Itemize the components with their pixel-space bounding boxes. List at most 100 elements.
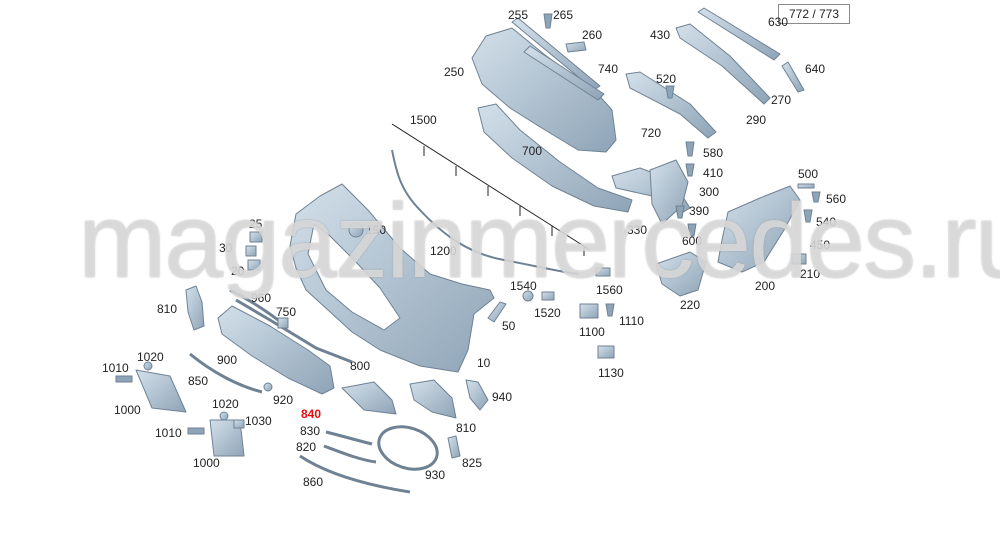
part-1020-nut-lower [219, 411, 229, 421]
part-150-grommet [348, 222, 364, 238]
part-1000-plate-upper [135, 369, 187, 413]
callout-630: 630 [768, 15, 789, 29]
leader-1500 [391, 123, 591, 256]
part-1010-screw-upper [115, 375, 133, 383]
part-50-trim [487, 301, 507, 323]
callout-825: 825 [462, 456, 483, 470]
part-810-bracket [185, 285, 205, 331]
callout-50: 50 [502, 319, 516, 333]
part-750-clip [277, 317, 289, 329]
part-600-screw [687, 223, 697, 237]
part-220-side-piece [655, 251, 707, 297]
part-900-grille-mesh [217, 305, 335, 395]
part-10-bumper-cover [289, 183, 495, 373]
page-reference-box: 772 / 773 [778, 4, 850, 24]
part-1010-screw-lower [187, 427, 205, 435]
part-580-screw [685, 141, 695, 157]
part-260-clip [565, 41, 587, 53]
part-1540-grommet [522, 290, 534, 302]
part-1000-plate-lower [209, 419, 245, 457]
callout-840: 840 [301, 407, 322, 421]
callout-290: 290 [746, 113, 767, 127]
callout-1000: 1000 [114, 403, 141, 417]
part-1130-plug [597, 345, 615, 359]
part-1110-screw [605, 303, 615, 317]
callout-560: 560 [826, 192, 847, 206]
part-1100-mount [579, 303, 599, 319]
part-920-ring [263, 382, 273, 392]
callout-1200: 1200 [430, 244, 457, 258]
callout-1100: 1100 [579, 325, 605, 339]
part-800-trim [235, 298, 353, 364]
part-250-upper-frame [471, 27, 617, 153]
callout-250: 250 [444, 65, 465, 79]
part-200-side-bracket [717, 185, 801, 273]
part-1200-harness [391, 149, 579, 275]
callout-220: 220 [680, 298, 701, 312]
callout-810: 810 [456, 421, 477, 435]
callout-740: 740 [598, 62, 619, 76]
part-820-strip [323, 444, 377, 464]
callout-1110: 1110 [619, 314, 644, 328]
callout-390: 390 [689, 204, 710, 218]
part-860-strip [299, 454, 411, 494]
part-1520-clip [541, 291, 555, 301]
callout-850: 850 [188, 374, 209, 388]
part-640-trim [781, 61, 805, 93]
callout-1010: 1010 [102, 361, 129, 375]
callout-25: 25 [249, 217, 263, 231]
part-390-screw [675, 205, 685, 219]
part-940-trim [465, 379, 489, 411]
callout-820: 820 [296, 440, 317, 454]
part-840-trim [341, 381, 397, 415]
callout-1500: 1500 [410, 113, 437, 127]
part-210-clip [791, 253, 807, 265]
part-430-rail [675, 23, 771, 105]
part-560-screw [811, 191, 821, 203]
callout-330: 330 [627, 223, 648, 237]
callout-750: 750 [276, 305, 297, 319]
callout-300: 300 [699, 185, 720, 199]
callout-940: 940 [492, 390, 513, 404]
part-290-bracket [625, 71, 717, 139]
callout-720: 720 [641, 126, 662, 140]
callout-200: 200 [755, 279, 776, 293]
callout-700: 700 [522, 144, 543, 158]
callout-640: 640 [805, 62, 826, 76]
part-1030-clip [233, 419, 245, 429]
callout-1010: 1010 [155, 426, 182, 440]
callout-1000: 1000 [193, 456, 220, 470]
callout-540: 540 [816, 215, 837, 229]
part-930-trim-ring [377, 425, 439, 471]
callout-150: 150 [366, 223, 387, 237]
callout-260: 260 [582, 28, 603, 42]
callout-10: 10 [477, 356, 491, 370]
part-265-pin [543, 13, 553, 29]
callout-1030: 1030 [245, 414, 272, 428]
callout-210: 210 [800, 267, 821, 281]
part-700-lower-carrier [477, 103, 633, 213]
callout-830: 830 [300, 424, 321, 438]
part-410-screw [685, 163, 695, 177]
part-830-strip [325, 430, 373, 446]
part-1560-clip [595, 267, 611, 277]
callout-860: 860 [303, 475, 324, 489]
part-740-bar [523, 45, 605, 101]
callout-265: 265 [553, 8, 574, 22]
callout-580: 580 [703, 146, 724, 160]
callout-1560: 1560 [596, 283, 623, 297]
callout-1520: 1520 [534, 306, 561, 320]
part-850-strip [189, 352, 263, 394]
part-255-strip [511, 17, 601, 91]
callout-430: 430 [650, 28, 671, 42]
callout-1020: 1020 [137, 350, 164, 364]
callout-1540: 1540 [510, 279, 537, 293]
callout-960: 960 [251, 291, 272, 305]
callout-930: 930 [425, 468, 446, 482]
callout-500: 500 [798, 167, 819, 181]
callout-1020: 1020 [212, 397, 239, 411]
callout-30: 30 [219, 241, 233, 255]
part-540-screw [803, 209, 813, 223]
part-500-clip [797, 183, 815, 189]
